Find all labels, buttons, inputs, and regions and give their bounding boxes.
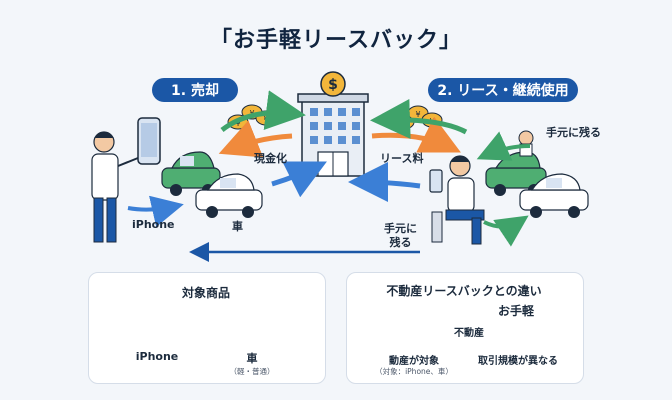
person-right-icon: [429, 155, 485, 245]
car-label: 車: [232, 220, 243, 233]
svg-text:¥: ¥: [263, 115, 268, 124]
blue-arrow-icon: [348, 162, 421, 203]
orange-arrow-icon: [371, 116, 461, 153]
green-arrow-icon: [476, 131, 531, 161]
blue-arrow-icon: [127, 195, 184, 227]
cash-label: 現金化: [254, 152, 287, 165]
products-panel: [88, 272, 326, 384]
green-arrow-icon: [483, 215, 529, 247]
keep-top-label: 手元に残る: [546, 126, 601, 139]
comparison-right-caption: 取引規模が異なる: [478, 356, 558, 367]
svg-text:$: $: [328, 77, 338, 93]
page-title: 「お手軽リースバック」: [210, 28, 462, 53]
iphone-label: iPhone: [132, 218, 175, 231]
products-iphone-label: iPhone: [135, 350, 179, 363]
comparison-left-caption: 動産が対象: [389, 356, 439, 367]
blue-arrow-icon: [271, 161, 327, 198]
comparison-real-estate-label: 不動産: [454, 328, 484, 339]
comparison-easy-label: お手軽: [498, 304, 535, 318]
phone-icon: [137, 117, 161, 165]
step-1-label: 1. 売却: [152, 78, 238, 102]
green-car-icon: [161, 151, 221, 196]
white-car-icon: [519, 173, 589, 218]
comparison-panel: [346, 272, 584, 384]
bank-building-icon: [297, 93, 369, 177]
keep-bottom-label: 手元に 残る: [384, 222, 417, 249]
products-car-label: 車: [246, 352, 258, 365]
products-car-sub: （軽・普通）: [229, 367, 275, 376]
svg-text:¥: ¥: [415, 110, 420, 119]
step-2-label: 2. リース・継続使用: [428, 78, 578, 102]
white-car-icon: [195, 173, 263, 218]
green-arrow-icon: [370, 99, 468, 139]
person-left-icon: [91, 131, 139, 243]
orange-arrow-icon: [218, 120, 293, 158]
comparison-left-sub: （対象：iPhone、車）: [375, 367, 453, 376]
dollar-coin-icon: $: [320, 71, 346, 97]
products-title: 対象商品: [181, 286, 230, 300]
comparison-title: 不動産リースバックとの違い: [386, 284, 542, 298]
lease-fee-label: リース料: [380, 152, 424, 165]
